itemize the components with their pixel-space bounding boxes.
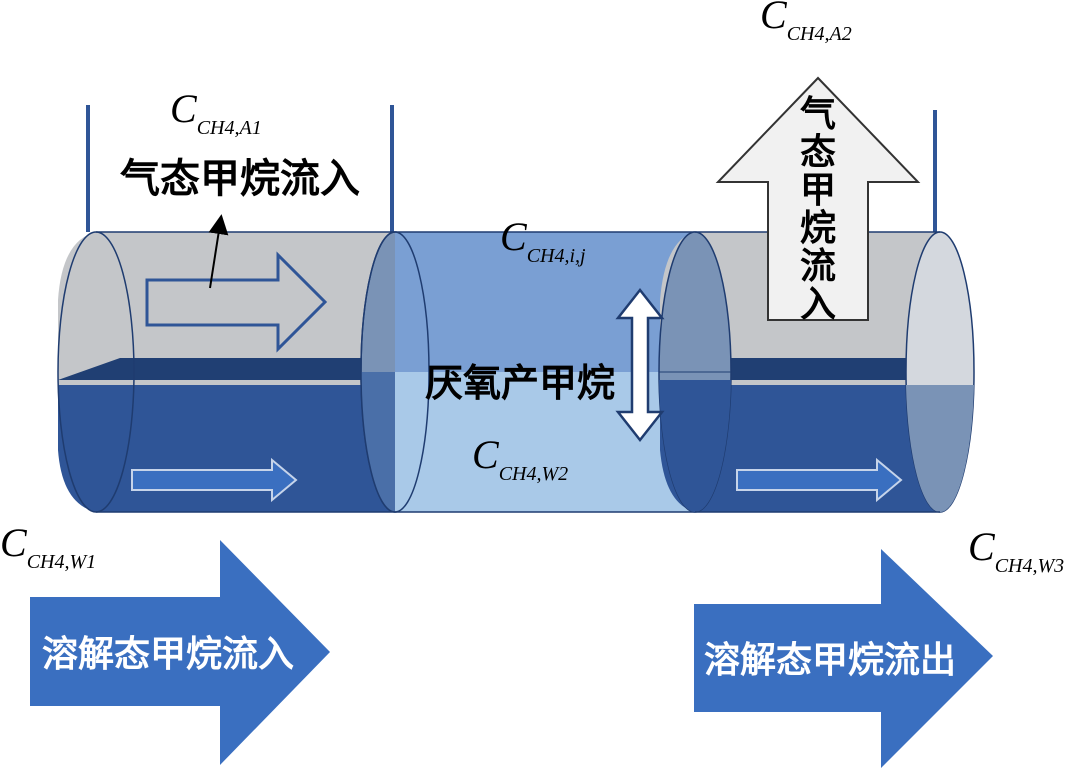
left-pipe-water-region	[58, 385, 395, 512]
anaerobic-methanogenesis-label: 厌氧产甲烷	[425, 360, 615, 405]
gas-inflow-label-left: 气态甲烷流入	[120, 155, 360, 202]
gas-outflow-arrow	[715, 76, 921, 321]
conc-w2: CCH4,W2	[472, 432, 568, 485]
dissolved-outflow-arrow	[694, 549, 993, 768]
conc-w3: CCH4,W3	[968, 524, 1064, 577]
conc-a2: CCH4,A2	[760, 0, 852, 45]
conc-w1: CCH4,W1	[0, 520, 96, 573]
middle-pipe-upper-water	[395, 232, 695, 372]
dissolved-inflow-label: 溶解态甲烷流入	[42, 633, 294, 675]
gas-inflow-label-right: 气态甲烷流入	[800, 93, 836, 325]
middle-pipe-segment	[360, 231, 695, 513]
gas-pointer-arrow	[208, 214, 229, 289]
dissolved-outflow-label: 溶解态甲烷流出	[704, 639, 956, 681]
left-gas-flow-arrow	[145, 251, 328, 353]
middle-pipe-lower-water	[395, 372, 695, 512]
exchange-double-arrow	[615, 287, 665, 443]
right-pipe-water-surface	[660, 358, 968, 380]
right-water-flow-arrow	[736, 457, 903, 503]
conc-ij: CCH4,i,j	[500, 214, 586, 267]
conc-a1: CCH4,A1	[170, 86, 262, 139]
left-water-flow-arrow	[131, 457, 298, 503]
dissolved-inflow-arrow	[30, 540, 330, 765]
gas-inflow-label-right-text: 气态甲烷流入	[800, 93, 836, 325]
